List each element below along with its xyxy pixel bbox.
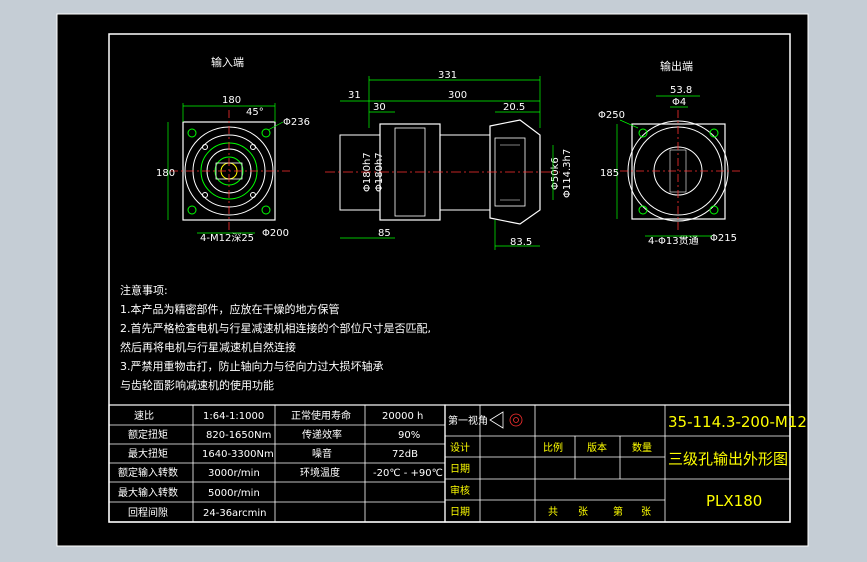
output-pilot-dim: Φ215 xyxy=(710,233,737,244)
input-pilot-dim: Φ200 xyxy=(262,228,289,239)
spec-cell: 20000 h xyxy=(382,411,423,422)
projection-label: 第一视角 xyxy=(448,414,488,427)
spec-cell: 传递效率 xyxy=(302,428,342,441)
scale-label: 比例 xyxy=(543,441,563,454)
spec-cell: 3000r/min xyxy=(208,468,260,479)
side-step-dim: 20.5 xyxy=(503,102,525,113)
paper-outline xyxy=(56,13,809,547)
side-total-dim: 331 xyxy=(438,70,457,81)
spec-cell: 环境温度 xyxy=(300,466,340,479)
drawing-number: 35-114.3-200-M12 xyxy=(668,413,807,431)
date-label: 日期 xyxy=(450,463,470,475)
spec-cell: 最大输入转数 xyxy=(118,486,178,499)
model-name: PLX180 xyxy=(706,492,762,510)
side-out-len-dim: 83.5 xyxy=(510,237,532,248)
output-a-dim: 53.8 xyxy=(670,85,692,96)
side-flange-dim: 31 xyxy=(348,90,361,101)
output-b-dim: Φ4 xyxy=(672,97,686,108)
side-body-dim: 300 xyxy=(448,90,467,101)
spec-cell: 1:64-1:1000 xyxy=(203,411,264,422)
side-d2-dim: Φ180h7 xyxy=(374,152,385,192)
spec-cell: 额定扭矩 xyxy=(128,428,168,441)
output-flange-square xyxy=(631,123,726,220)
side-view: 331 31 300 30 20.5 Φ180h7 Φ180h7 Φ50k6 Φ… xyxy=(325,70,573,250)
output-pcd-dim: Φ250 xyxy=(598,110,625,121)
page-label: 第 xyxy=(613,505,623,518)
notes-line: 1.本产品为精密部件，应放在干燥的地方保管 xyxy=(120,302,340,316)
sheet-label: 张 xyxy=(641,506,651,518)
input-angle-dim: 45° xyxy=(246,107,264,118)
projection-symbol-icon xyxy=(489,411,523,429)
spec-cell: 噪音 xyxy=(312,447,332,460)
side-d3-dim: Φ50k6 xyxy=(550,157,561,190)
notes-line: 3.严禁用重物击打，防止轴向力与径向力过大损坏轴承 xyxy=(120,359,384,373)
spec-cell: 回程间隙 xyxy=(128,506,168,519)
quantity-label: 数量 xyxy=(632,441,652,454)
spec-cell: 最大扭矩 xyxy=(128,447,168,460)
input-holes-dim: 4-M12深25 xyxy=(200,232,254,244)
technical-notes: 注意事项: 1.本产品为精密部件，应放在干燥的地方保管 2.首先严格检查电机与行… xyxy=(120,283,431,392)
review-label: 审核 xyxy=(450,484,470,497)
spec-cell: 额定输入转数 xyxy=(118,466,178,479)
side-d4-dim: Φ114.3h7 xyxy=(562,149,573,198)
input-height-dim: 180 xyxy=(156,168,175,179)
output-holes-dim: 4-Φ13贯通 xyxy=(648,235,699,247)
input-width-dim: 180 xyxy=(222,95,241,106)
spec-cell: 72dB xyxy=(392,449,418,460)
spec-cell: 5000r/min xyxy=(208,488,260,499)
version-label: 版本 xyxy=(587,441,607,454)
input-end-view: 输入端 180 180 45° Φ236 Φ200 4-M12深25 xyxy=(156,55,310,244)
side-d1-dim: Φ180h7 xyxy=(362,152,373,192)
side-pilot-len-dim: 30 xyxy=(373,102,386,113)
input-pcd-dim: Φ236 xyxy=(283,117,310,128)
spec-cell: 24-36arcmin xyxy=(203,508,266,519)
notes-title: 注意事项: xyxy=(120,283,168,297)
title-block-lines xyxy=(444,404,791,523)
date2-label: 日期 xyxy=(450,506,470,518)
drawing-title: 三级孔输出外形图 xyxy=(668,450,788,468)
spec-cell: 820-1650Nm xyxy=(206,430,271,441)
side-shaft-len-dim: 85 xyxy=(378,228,391,239)
input-end-title: 输入端 xyxy=(211,55,244,69)
title-block: 第一视角 35-114.3-200-M12 三级孔输出外形图 PLX180 设计… xyxy=(448,411,807,518)
spec-table-text: 速比 1:64-1:1000 正常使用寿命 20000 h 额定扭矩 820-1… xyxy=(118,409,443,519)
notes-line: 与齿轮面影响减速机的使用功能 xyxy=(120,378,274,392)
output-end-view: 输出端 53.8 Φ4 Φ250 185 Φ215 4-Φ13贯通 xyxy=(598,59,740,247)
output-end-title: 输出端 xyxy=(660,59,693,73)
spec-cell: 90% xyxy=(398,430,420,441)
notes-line: 2.首先严格检查电机与行星减速机相连接的个部位尺寸是否匹配, xyxy=(120,321,431,335)
spec-table xyxy=(108,404,446,523)
notes-line: 然后再将电机与行星减速机自然连接 xyxy=(120,340,296,354)
design-label: 设计 xyxy=(450,441,470,454)
spec-cell: 速比 xyxy=(134,410,154,422)
total-label: 共 xyxy=(548,506,558,518)
spec-cell: 正常使用寿命 xyxy=(291,409,351,422)
spec-cell: -20℃ - +90℃ xyxy=(373,468,443,479)
spec-cell: 1640-3300Nm xyxy=(202,449,274,460)
output-height-dim: 185 xyxy=(600,168,619,179)
sheets-label: 张 xyxy=(578,506,588,518)
